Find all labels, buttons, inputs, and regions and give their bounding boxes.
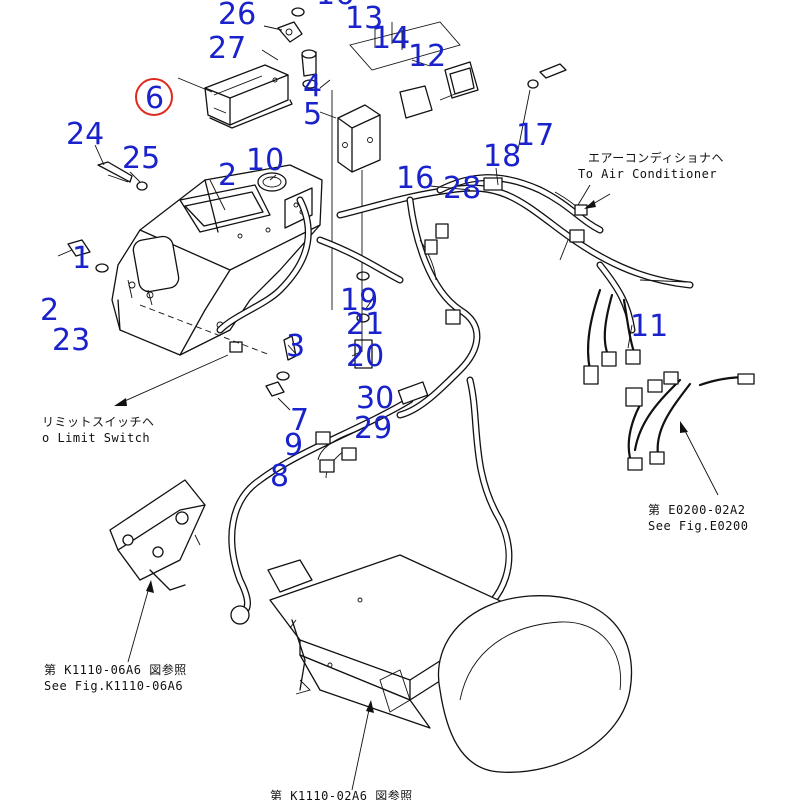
callout-11: 11 xyxy=(630,309,668,344)
callout-24: 24 xyxy=(66,117,104,152)
note-k1110-06-jp: 第 K1110-06A6 図参照 xyxy=(44,662,187,677)
note-air-conditioner-jp: エアーコンディショナヘ xyxy=(588,150,724,165)
callout-4: 4 xyxy=(303,69,322,104)
small-hardware xyxy=(67,7,567,397)
callout-25: 25 xyxy=(122,141,160,176)
callout-16: 16 xyxy=(396,161,434,196)
leader-lines xyxy=(57,25,689,411)
dashed-reference-line xyxy=(139,304,271,356)
callout-6[interactable]: 6 xyxy=(145,81,164,116)
callout-28: 28 xyxy=(443,171,481,206)
callout-16-top: 16 xyxy=(316,0,354,12)
mount-bracket xyxy=(331,90,381,352)
note-e0200-en: See Fig.E0200 xyxy=(648,519,748,533)
callout-14: 14 xyxy=(372,21,410,56)
highlight-circle xyxy=(135,78,173,116)
left-bracket xyxy=(109,479,206,591)
callout-23: 23 xyxy=(52,323,90,358)
callout-26: 26 xyxy=(218,0,256,32)
callout-27: 27 xyxy=(208,31,246,66)
note-limit-switch-jp: リミットスイッチヘ xyxy=(42,415,155,429)
callout-17: 17 xyxy=(516,118,554,153)
callout-20: 20 xyxy=(346,339,384,374)
callout-29: 29 xyxy=(354,411,392,446)
reference-notes: エアーコンディショナヘ To Air Conditioner リミットスイッチヘ… xyxy=(42,150,748,800)
switch-panel-part-6[interactable] xyxy=(204,64,293,129)
callout-2-upper: 2 xyxy=(218,158,237,193)
callout-labels: 26 16 13 14 27 12 6 4 5 24 17 25 10 2 18… xyxy=(40,0,668,494)
callout-8: 8 xyxy=(270,459,289,494)
callout-21: 21 xyxy=(346,307,384,342)
callout-1: 1 xyxy=(72,241,91,276)
callout-18: 18 xyxy=(483,139,521,174)
note-k1110-06-en: See Fig.K1110-06A6 xyxy=(44,679,183,693)
callout-13: 13 xyxy=(345,1,383,36)
callout-9: 9 xyxy=(284,428,303,463)
note-k1110-02-jp: 第 K1110-02A6 図参照 xyxy=(270,788,413,800)
callout-12: 12 xyxy=(408,39,446,74)
lower-unit xyxy=(267,554,633,773)
reference-arrows xyxy=(114,193,719,791)
note-limit-switch-en: o Limit Switch xyxy=(42,431,150,445)
note-e0200-jp: 第 E0200-02A2 xyxy=(648,503,745,517)
callout-3: 3 xyxy=(286,329,305,364)
callout-7: 7 xyxy=(290,403,309,438)
callout-30: 30 xyxy=(356,381,394,416)
connector-cluster-12 xyxy=(349,21,479,119)
callout-10: 10 xyxy=(246,143,284,178)
console-housing xyxy=(111,164,323,356)
callout-5: 5 xyxy=(303,97,322,132)
callout-2-lower: 2 xyxy=(40,293,59,328)
callout-19: 19 xyxy=(340,283,378,318)
note-air-conditioner-en: To Air Conditioner xyxy=(578,167,717,181)
